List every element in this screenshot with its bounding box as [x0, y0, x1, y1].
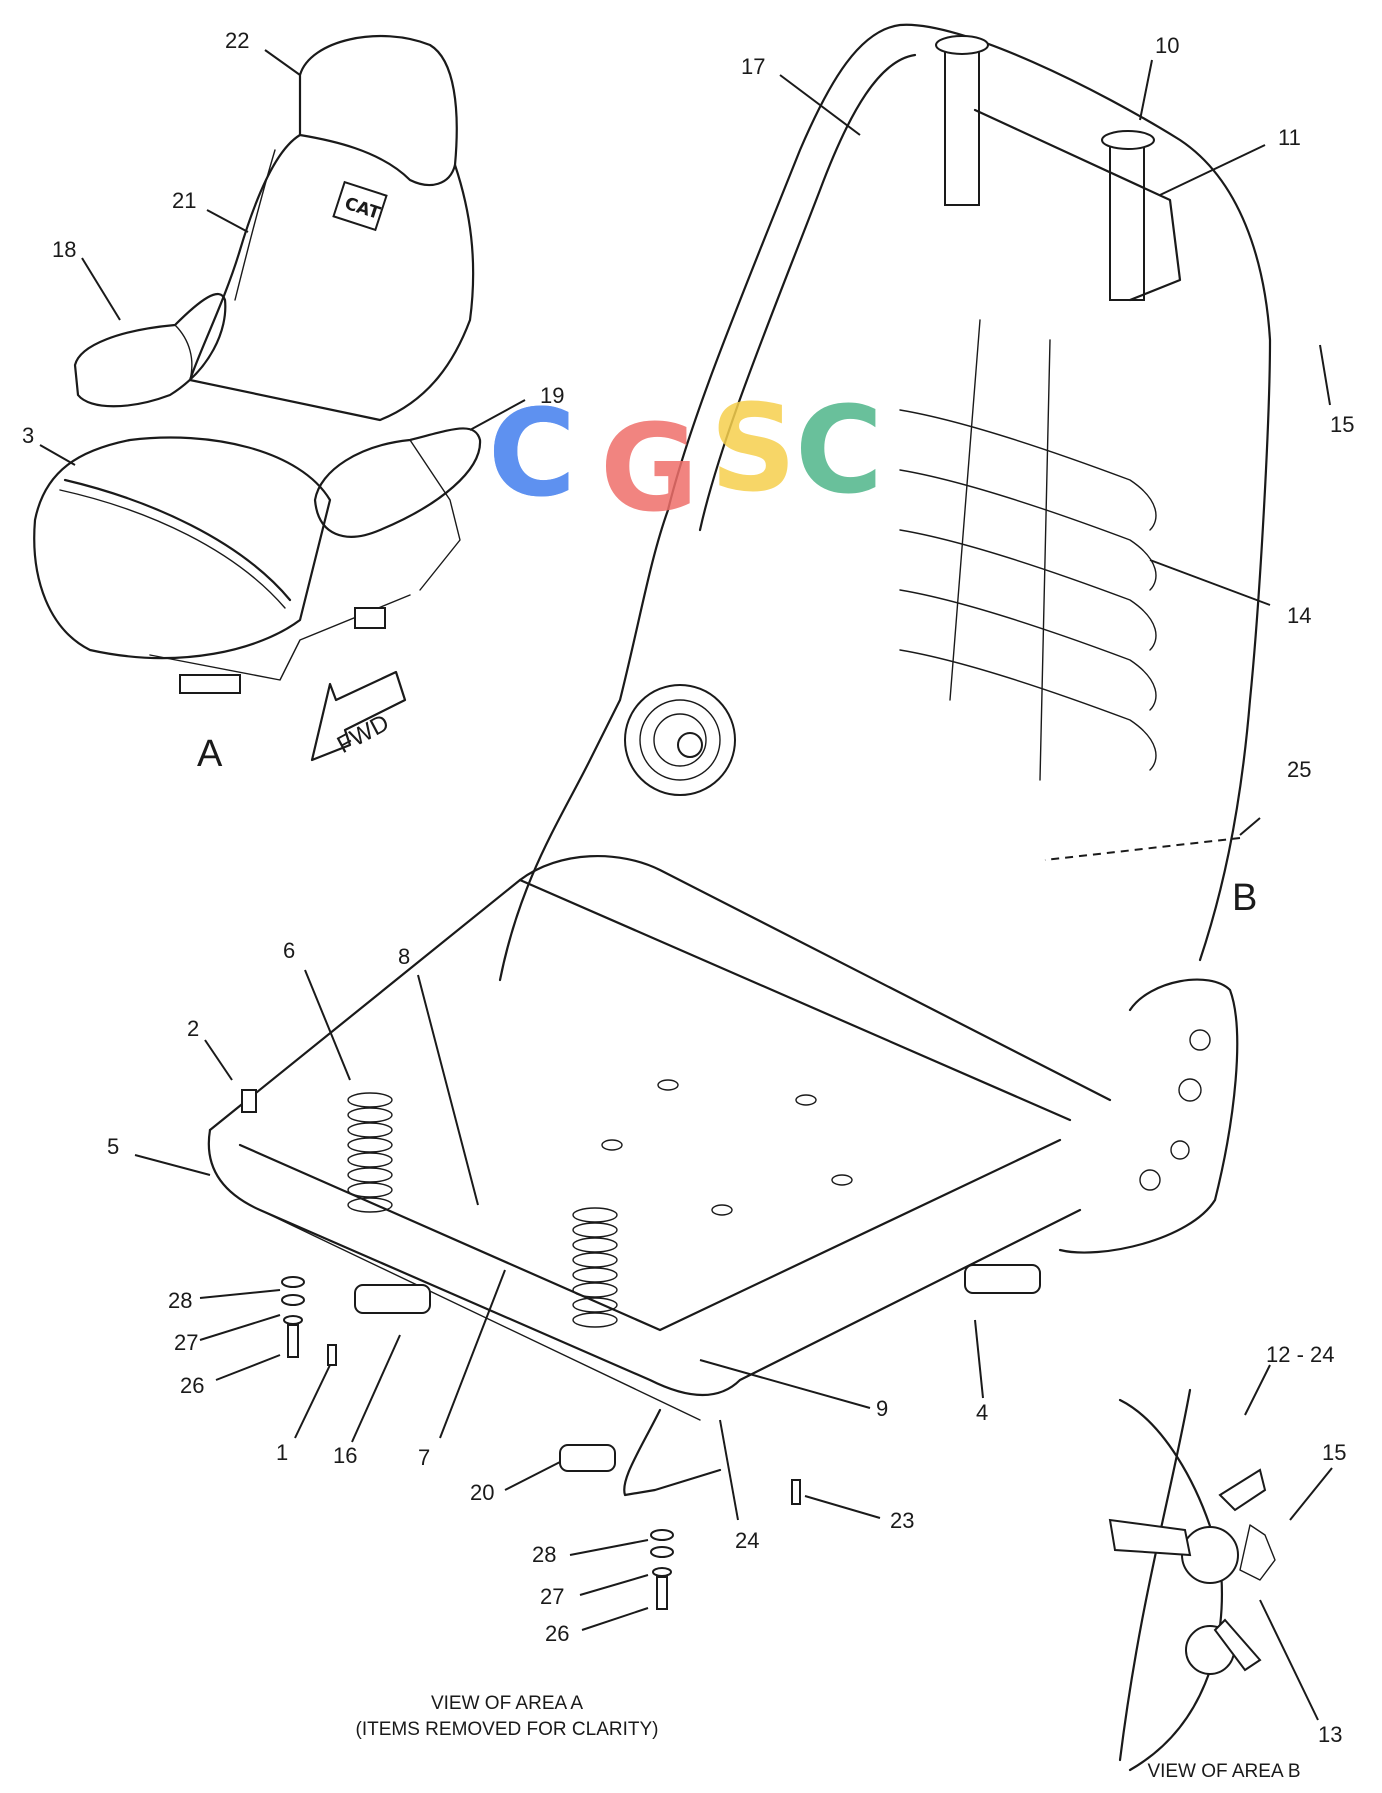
callout-19: 19: [540, 383, 564, 408]
seat-frame-illustration: [207, 23, 1272, 1610]
callout-17: 17: [741, 54, 765, 79]
callout-2: 2: [187, 1016, 199, 1041]
caption-area-a-title: VIEW OF AREA A: [431, 1693, 583, 1714]
callout-12-24: 12 - 24: [1266, 1342, 1335, 1367]
caption-area-b-title: VIEW OF AREA B: [1147, 1761, 1300, 1782]
callout-9: 9: [876, 1396, 888, 1421]
area-a-label: A: [197, 733, 223, 775]
callout-25: 25: [1287, 757, 1311, 782]
callout-18: 18: [52, 237, 76, 262]
svg-text:C: C: [488, 385, 576, 524]
callout-labels: 22 21 18 3 19 17 10 11 15 14 25 6 8 2 5 …: [22, 28, 1354, 1747]
callout-28: 28: [168, 1288, 192, 1313]
callout-16: 16: [333, 1443, 357, 1468]
callout-13: 13: [1318, 1722, 1342, 1747]
callout-15-detail: 15: [1322, 1440, 1346, 1465]
callout-21: 21: [172, 188, 196, 213]
callout-14: 14: [1287, 603, 1311, 628]
callout-11: 11: [1278, 125, 1301, 150]
callout-28-bottom: 28: [532, 1542, 556, 1567]
callout-6: 6: [283, 938, 295, 963]
callout-24: 24: [735, 1528, 759, 1553]
seat-assembly-illustration: CAT: [33, 34, 482, 694]
callout-27: 27: [174, 1330, 198, 1355]
svg-text:C: C: [795, 382, 883, 521]
svg-text:S: S: [710, 380, 796, 519]
callout-22: 22: [225, 28, 249, 53]
svg-text:FWD: FWD: [333, 709, 394, 758]
callout-8: 8: [398, 944, 410, 969]
callout-26: 26: [180, 1373, 204, 1398]
callout-3: 3: [22, 423, 34, 448]
callout-20: 20: [470, 1480, 494, 1505]
callout-1: 1: [276, 1440, 288, 1465]
area-b-detail-illustration: [1108, 1388, 1276, 1772]
caption-area-a-note: (ITEMS REMOVED FOR CLARITY): [356, 1719, 659, 1740]
svg-text:C: C: [488, 385, 576, 524]
callout-5: 5: [107, 1134, 119, 1159]
callout-27-bottom: 27: [540, 1584, 564, 1609]
callout-4: 4: [976, 1400, 988, 1425]
forward-direction-arrow: FWD: [310, 670, 407, 762]
callout-10: 10: [1155, 33, 1179, 58]
svg-text:G: G: [600, 400, 699, 539]
callout-7: 7: [418, 1445, 430, 1470]
callout-26-bottom: 26: [545, 1621, 569, 1646]
cat-logo: CAT: [332, 180, 388, 232]
leader-lines: [39, 49, 1333, 1721]
callout-15: 15: [1330, 412, 1354, 437]
cgsc-watermark: C C G S C: [488, 380, 883, 539]
area-b-label: B: [1232, 877, 1257, 919]
callout-23: 23: [890, 1508, 914, 1533]
